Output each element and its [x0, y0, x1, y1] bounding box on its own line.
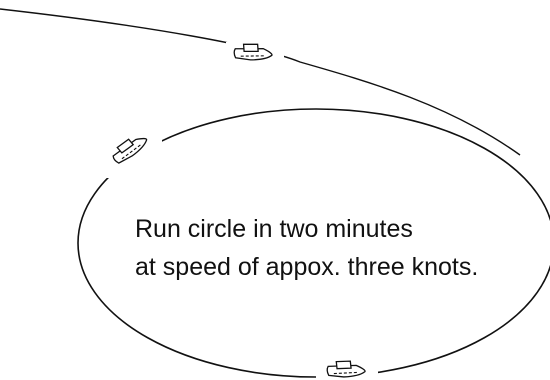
instruction-line-1: Run circle in two minutes: [135, 215, 413, 243]
approach-track: [0, 8, 521, 156]
instruction-line-2: at speed of appox. three knots.: [135, 253, 478, 281]
